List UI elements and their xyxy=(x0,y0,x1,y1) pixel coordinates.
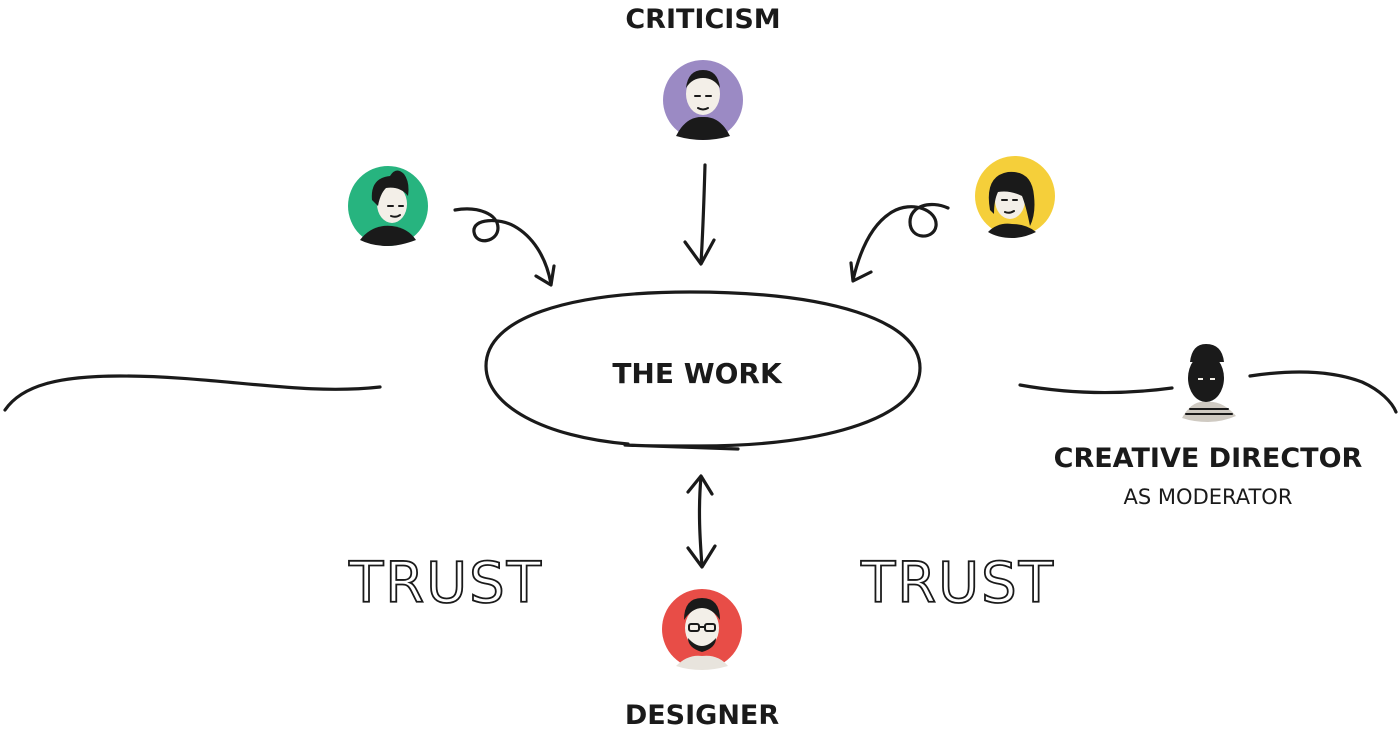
person-icon xyxy=(360,170,416,246)
avatar-critic-center xyxy=(663,60,743,140)
avatar-creative-director xyxy=(1182,344,1236,422)
person-icon xyxy=(1182,344,1236,422)
arrow-critic-right xyxy=(849,202,950,283)
avatar-critic-right xyxy=(975,156,1055,238)
the-work-ellipse xyxy=(484,290,922,451)
as-moderator-label: AS MODERATOR xyxy=(1124,485,1293,509)
trust-left-label: TRUST xyxy=(348,551,543,616)
criticism-label: CRITICISM xyxy=(625,4,780,35)
designer-label: DESIGNER xyxy=(625,700,780,730)
avatar-designer xyxy=(662,589,742,670)
person-icon xyxy=(988,171,1036,238)
the-work-label: THE WORK xyxy=(612,357,783,390)
arrow-critic-left xyxy=(453,207,556,287)
trust-line-right-b xyxy=(1248,370,1398,414)
the-work-node: THE WORK xyxy=(484,290,922,451)
arrow-designer-work xyxy=(686,474,717,569)
trust-line-right-a xyxy=(1018,383,1174,395)
creative-director-label: CREATIVE DIRECTOR xyxy=(1054,443,1363,474)
trust-right-label: TRUST xyxy=(860,551,1055,616)
person-icon xyxy=(676,598,728,670)
avatar-critic-left xyxy=(348,166,428,246)
person-icon xyxy=(676,70,730,140)
trust-line-left xyxy=(3,374,382,412)
arrow-critic-center xyxy=(683,163,716,266)
